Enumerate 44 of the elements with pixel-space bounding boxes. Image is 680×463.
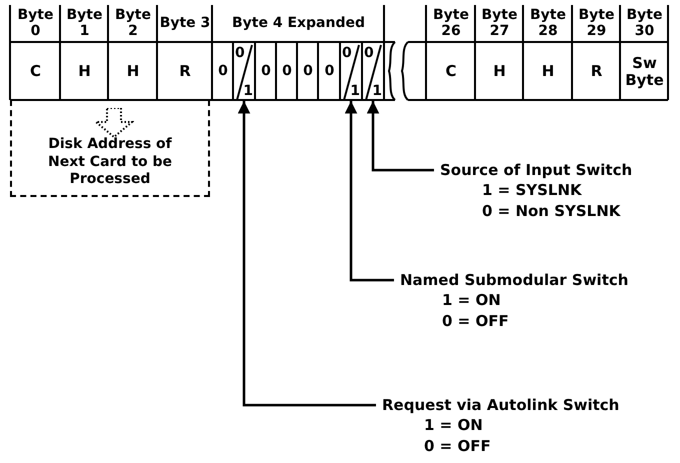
switch-name: Named Submodular Switch	[400, 270, 628, 290]
leader-arrow	[238, 101, 376, 406]
column-header: Byte 29	[578, 6, 616, 40]
value-definition: 0 = Non SYSLNK	[482, 200, 622, 221]
field-value: C	[444, 61, 458, 82]
leader-arrow	[344, 101, 394, 282]
column-header: Byte 28	[529, 6, 567, 40]
field-value: C	[28, 61, 42, 82]
value-definition: 0 = OFF	[424, 436, 492, 456]
value-definition: 1 = ON	[442, 290, 502, 310]
field-value: Sw Byte	[624, 53, 665, 90]
bit-value: 1	[372, 84, 382, 98]
switch-name: Source of Input Switch	[440, 160, 632, 180]
bit-value: 1	[243, 84, 253, 98]
column-header: Byte 1	[66, 6, 104, 40]
field-value: H	[126, 61, 140, 82]
switch-name: Request via Autolink Switch	[382, 395, 620, 416]
column-header: Byte 3	[159, 14, 211, 33]
bit-value: 0	[342, 46, 352, 60]
column-header: Byte 30	[626, 6, 664, 40]
value-definition: 0 = OFF	[442, 310, 510, 331]
column-header: Byte 26	[432, 6, 470, 40]
field-value: H	[77, 61, 92, 82]
field-value: R	[178, 61, 192, 82]
value-definition: 1 = SYSLNK	[482, 180, 583, 200]
column-header: Byte 4 Expanded	[230, 14, 366, 33]
field-value: R	[590, 61, 604, 82]
column-header: Byte 27	[480, 6, 518, 40]
bit-value: 0	[364, 46, 374, 60]
field-value: 0	[260, 62, 272, 81]
field-value: H	[492, 61, 507, 82]
column-header: Byte 0	[16, 6, 54, 40]
field-value: 0	[324, 62, 336, 81]
column-header: Byte 2	[114, 6, 152, 40]
field-value: 0	[217, 62, 229, 81]
box-text: Disk Address of Next Card to be Processed	[46, 136, 174, 188]
value-definition: 1 = ON	[424, 415, 484, 436]
dashed-box	[10, 100, 210, 197]
field-value: H	[540, 61, 556, 82]
field-value: 0	[281, 62, 293, 81]
bit-value: 0	[235, 46, 245, 60]
bit-value: 1	[350, 84, 360, 98]
field-value: 0	[302, 62, 314, 81]
leader-arrow	[366, 101, 434, 172]
